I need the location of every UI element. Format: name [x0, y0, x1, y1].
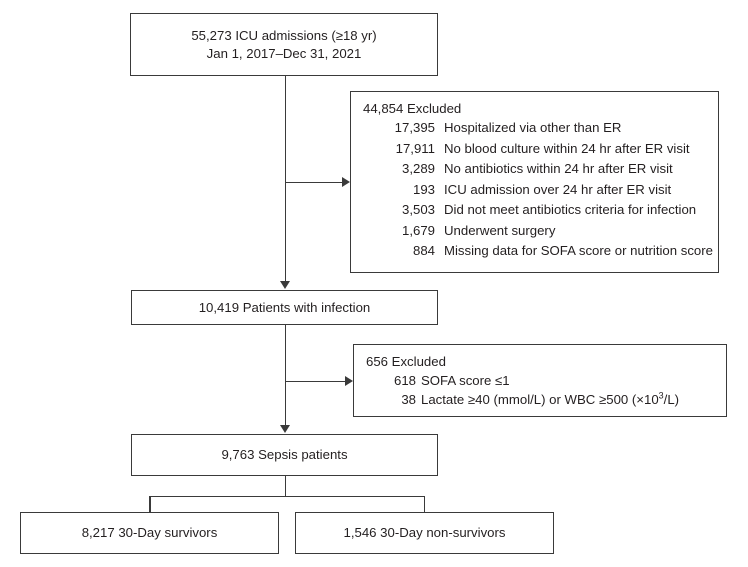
arrowhead-into-exclusions-1: [342, 177, 350, 187]
exclusions-2-title: 656 Excluded: [366, 354, 446, 369]
connector-infection-to-sepsis: [284, 325, 286, 426]
exclusion-item: 884 Missing data for SOFA score or nutri…: [363, 241, 713, 262]
exclusion-reason: Missing data for SOFA score or nutrition…: [444, 243, 713, 258]
exclusion-item: 618 SOFA score ≤1: [366, 371, 716, 390]
exclusion-reason: SOFA score ≤1: [421, 373, 510, 388]
node-infection-label: 10,419 Patients with infection: [198, 299, 371, 315]
exclusion-count: 618: [393, 373, 416, 388]
exclusion-count: 3,503: [401, 202, 435, 217]
exclusion-item: 3,289 No antibiotics within 24 hr after …: [363, 159, 708, 180]
exclusion-reason-tail: /L): [663, 392, 680, 407]
node-cohort-label: 55,273 ICU admissions (≥18 yr) Jan 1, 20…: [191, 27, 377, 61]
exclusion-item: 38 Lactate ≥40 (mmol/L) or WBC ≥500 (×10…: [366, 390, 716, 409]
connector-outcome-split-bar: [149, 495, 425, 497]
node-sepsis-label: 9,763 Sepsis patients: [221, 447, 348, 462]
connector-sepsis-stem: [284, 476, 286, 497]
exclusions-1-title: 44,854 Excluded: [363, 101, 462, 116]
connector-to-non-survivors: [423, 495, 425, 513]
arrowhead-into-infection: [279, 281, 290, 289]
exclusion-item: 17,911 No blood culture within 24 hr aft…: [363, 139, 708, 160]
exclusion-reason: No antibiotics within 24 hr after ER vis…: [444, 161, 673, 176]
node-infection: 10,419 Patients with infection: [131, 290, 438, 325]
exclusion-count: 38: [401, 392, 416, 407]
exclusion-item: 3,503 Did not meet antibiotics criteria …: [363, 200, 708, 221]
arrowhead-into-sepsis: [279, 425, 290, 433]
exclusion-item: 17,395 Hospitalized via other than ER: [363, 118, 708, 139]
connector-to-survivors: [149, 495, 151, 513]
exclusion-count: 17,395: [394, 120, 435, 135]
node-exclusions-1: 44,854 Excluded 17,395 Hospitalized via …: [350, 91, 719, 273]
exclusion-item: 1,679 Underwent surgery: [363, 221, 708, 242]
node-sepsis: 9,763 Sepsis patients: [131, 434, 438, 476]
connector-to-exclusions-1: [285, 181, 343, 183]
node-non-survivors-label: 1,546 30-Day non-survivors: [343, 525, 506, 540]
node-non-survivors: 1,546 30-Day non-survivors: [295, 512, 554, 554]
exclusion-reason-main: Lactate ≥40 (mmol/L) or WBC ≥500 (×10: [421, 392, 659, 407]
node-survivors-label: 8,217 30-Day survivors: [81, 525, 218, 540]
exclusion-count: 884: [412, 243, 435, 258]
exclusion-item: 193 ICU admission over 24 hr after ER vi…: [363, 180, 708, 201]
exclusion-count: 17,911: [395, 140, 435, 156]
exclusion-reason: Hospitalized via other than ER: [444, 120, 622, 135]
exclusion-reason-exponent: 3: [658, 390, 664, 401]
exclusion-count: 193: [412, 181, 435, 197]
exclusions-2-list: 618 SOFA score ≤1 38 Lactate ≥40 (mmol/L…: [366, 371, 716, 409]
exclusion-reason: Did not meet antibiotics criteria for in…: [444, 202, 697, 217]
exclusions-1-list: 17,395 Hospitalized via other than ER 17…: [363, 118, 713, 262]
exclusion-count: 1,679: [401, 222, 435, 238]
arrowhead-into-exclusions-2: [345, 376, 353, 386]
exclusion-reason: No blood culture within 24 hr after ER v…: [444, 140, 690, 156]
exclusion-reason: ICU admission over 24 hr after ER visit: [444, 181, 672, 197]
node-survivors: 8,217 30-Day survivors: [20, 512, 279, 554]
exclusion-reason: Lactate ≥40 (mmol/L) or WBC ≥500 (×103/L…: [416, 390, 716, 409]
connector-cohort-to-infection: [284, 76, 286, 282]
node-exclusions-2: 656 Excluded 618 SOFA score ≤1 38 Lactat…: [353, 344, 727, 417]
node-cohort: 55,273 ICU admissions (≥18 yr) Jan 1, 20…: [130, 13, 438, 76]
connector-to-exclusions-2: [285, 380, 346, 382]
exclusion-count: 3,289: [401, 161, 435, 176]
exclusion-reason: Underwent surgery: [444, 222, 556, 238]
